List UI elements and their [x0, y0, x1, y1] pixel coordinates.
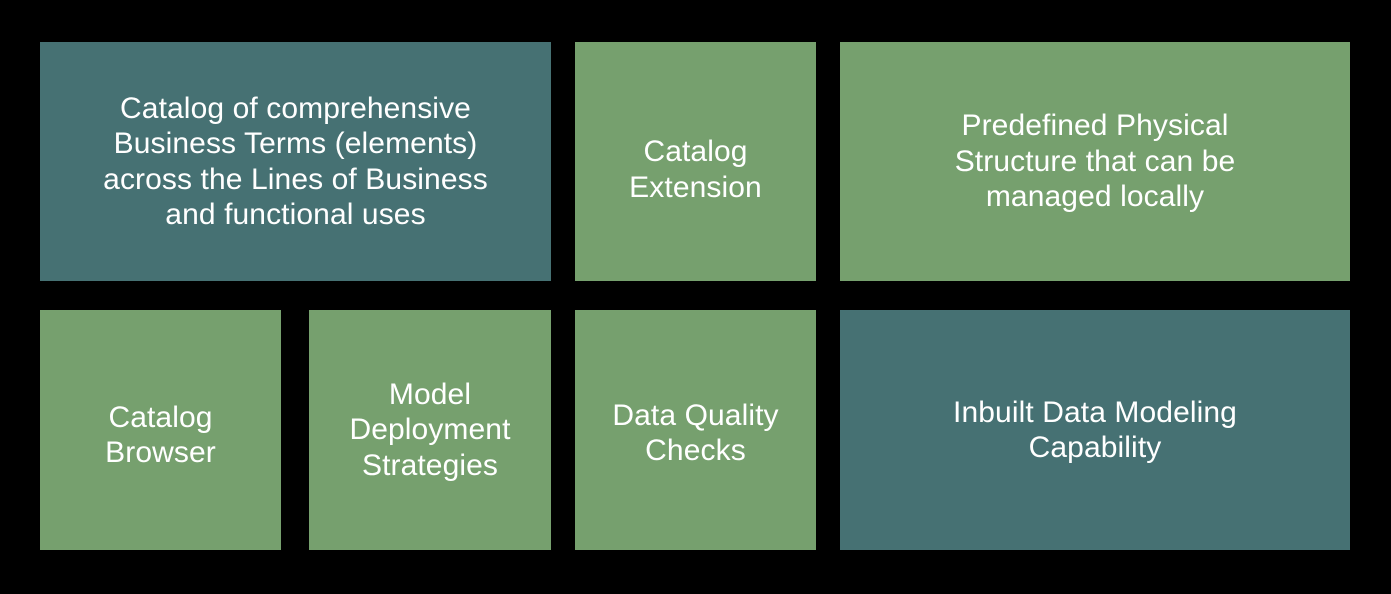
tile-label: Catalog Extension: [629, 135, 762, 204]
tile-data-quality-checks[interactable]: Data Quality Checks: [575, 310, 816, 550]
tile-label: Model Deployment Strategies: [349, 377, 511, 482]
tile-label: Catalog Browser: [105, 400, 216, 469]
tile-label: Inbuilt Data Modeling Capability: [953, 395, 1237, 464]
tile-label: Catalog of comprehensive Business Terms …: [103, 91, 488, 231]
tile-label: Predefined Physical Structure that can b…: [954, 109, 1236, 214]
tile-catalog-extension[interactable]: Catalog Extension: [575, 42, 816, 281]
tile-catalog-business-terms[interactable]: Catalog of comprehensive Business Terms …: [40, 42, 551, 281]
tile-model-deployment-strategies[interactable]: Model Deployment Strategies: [309, 310, 551, 550]
tile-label: Data Quality Checks: [612, 398, 779, 467]
tile-predefined-physical-structure[interactable]: Predefined Physical Structure that can b…: [840, 42, 1350, 281]
tile-inbuilt-data-modeling[interactable]: Inbuilt Data Modeling Capability: [840, 310, 1350, 550]
tile-catalog-browser[interactable]: Catalog Browser: [40, 310, 281, 550]
